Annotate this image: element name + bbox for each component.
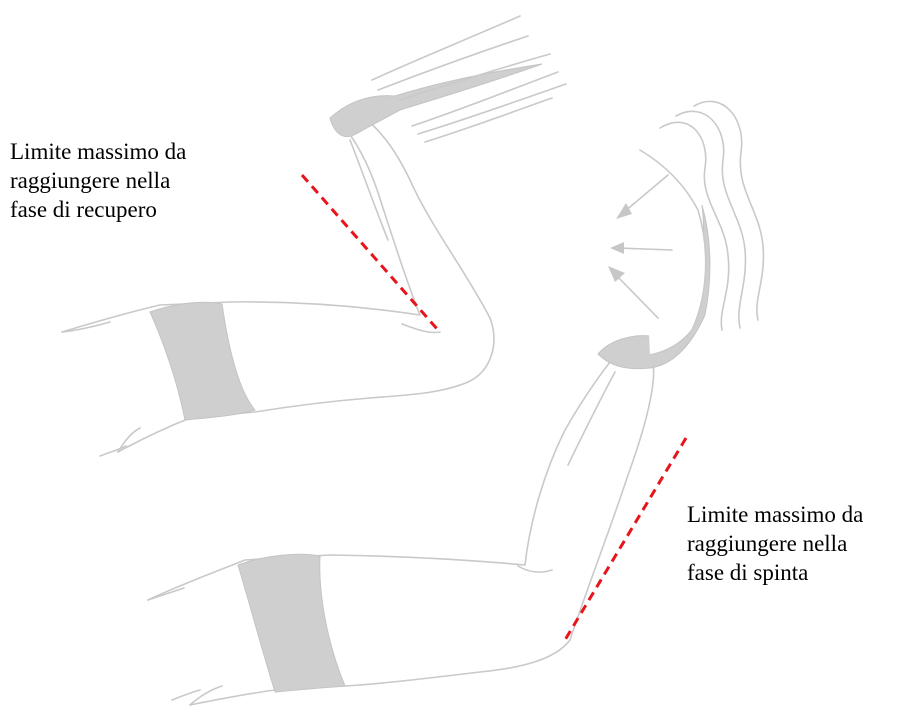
push-caption-line-3: fase di spinta bbox=[687, 558, 863, 587]
recovery-water-streaks bbox=[372, 16, 566, 142]
recovery-ankle-band bbox=[330, 64, 542, 137]
push-caption-line-2: raggiungere nella bbox=[687, 529, 863, 558]
force-arrowhead-lower bbox=[608, 266, 625, 282]
push-limit-caption: Limite massimo da raggiungere nella fase… bbox=[687, 500, 863, 587]
recovery-limit-caption: Limite massimo da raggiungere nella fase… bbox=[10, 137, 186, 224]
force-arrowhead-upper bbox=[616, 203, 632, 219]
recovery-caption-line-2: raggiungere nella bbox=[10, 166, 186, 195]
force-arrowhead-middle bbox=[610, 242, 624, 254]
push-caption-line-1: Limite massimo da bbox=[687, 500, 863, 529]
recovery-leg bbox=[62, 16, 566, 456]
recovery-caption-line-3: fase di recupero bbox=[10, 195, 186, 224]
recovery-caption-line-1: Limite massimo da bbox=[10, 137, 186, 166]
